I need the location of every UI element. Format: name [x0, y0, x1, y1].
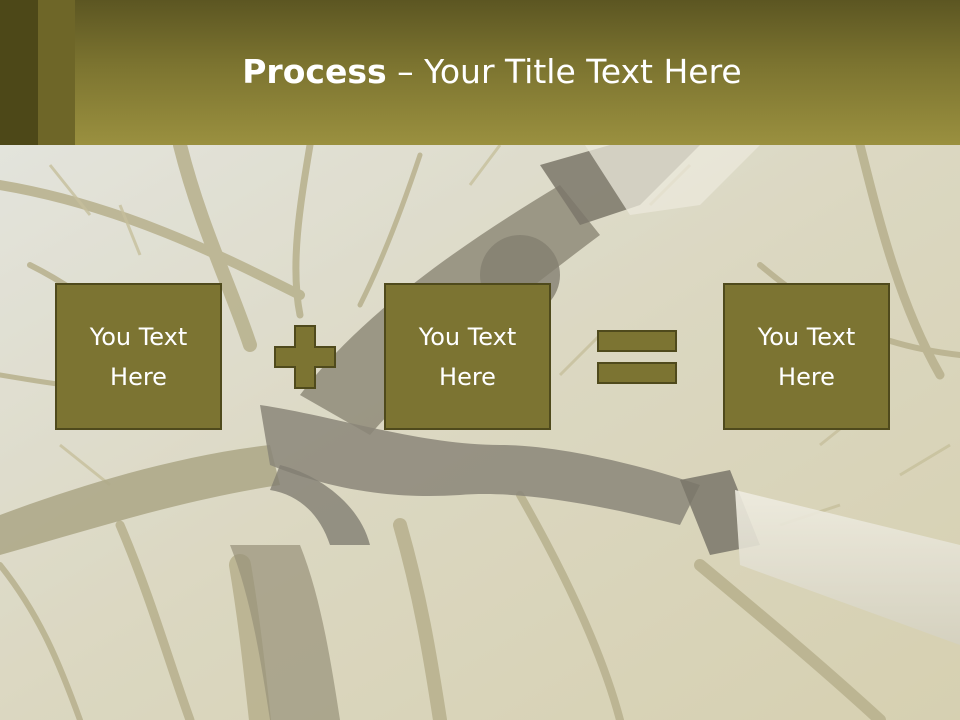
process-step-box-1: You Text Here	[55, 283, 222, 430]
banner-accent-mid	[38, 0, 75, 145]
banner-accent-dark	[0, 0, 38, 145]
process-step-1-text: You Text Here	[89, 322, 188, 391]
process-step-box-2: You Text Here	[384, 283, 551, 430]
plus-icon	[274, 325, 336, 389]
slide-title: Process – Your Title Text Here	[0, 52, 960, 91]
process-result-box: You Text Here	[723, 283, 890, 430]
title-rest: – Your Title Text Here	[386, 52, 742, 91]
process-step-2-text: You Text Here	[418, 322, 517, 391]
title-bold: Process	[242, 52, 387, 91]
title-banner: Process – Your Title Text Here	[0, 0, 960, 145]
background-photo	[0, 145, 960, 720]
photo-overlay	[0, 145, 960, 720]
equals-icon	[597, 330, 677, 384]
process-result-text: You Text Here	[757, 322, 856, 391]
